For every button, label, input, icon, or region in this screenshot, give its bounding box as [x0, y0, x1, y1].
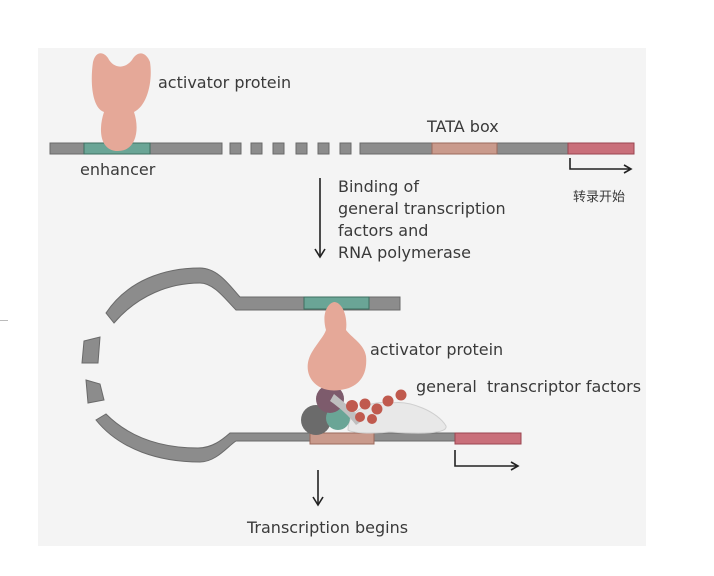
- transcription-begins-label: Transcription begins: [247, 518, 409, 537]
- tata-box-label: TATA box: [427, 117, 499, 136]
- process-line-2: general transcription: [338, 199, 506, 218]
- general-transcription-factors: [346, 389, 407, 424]
- gtf-label: general transcriptor factors: [416, 377, 642, 396]
- bottom-tata-box: [309, 432, 375, 445]
- process-line-3: factors and: [338, 221, 429, 240]
- bottom-start-arrow: [454, 450, 520, 471]
- process-line-4: RNA polymerase: [338, 243, 471, 262]
- bottom-activator-protein: [307, 302, 367, 391]
- factor-dark-gray: [301, 405, 331, 435]
- bottom-dna-loop: [81, 267, 521, 463]
- margin-tick: [0, 320, 8, 321]
- top-start-arrow: [569, 158, 633, 174]
- result-arrow: [312, 470, 324, 507]
- bottom-activator-label: activator protein: [370, 340, 504, 359]
- factor-gray-band: [330, 394, 362, 425]
- top-activator-label: activator protein: [158, 73, 292, 92]
- transcription-start-label: 转录开始: [573, 190, 626, 205]
- top-activator-protein: [91, 53, 151, 152]
- enhancer-label: enhancer: [80, 160, 156, 179]
- top-start-region: [567, 142, 635, 155]
- process-line-1: Binding of: [338, 177, 419, 196]
- bottom-start-region: [454, 432, 522, 445]
- top-tata-box: [431, 142, 498, 155]
- process-arrow: [314, 178, 326, 259]
- process-label: Binding of general transcription factors…: [338, 176, 528, 264]
